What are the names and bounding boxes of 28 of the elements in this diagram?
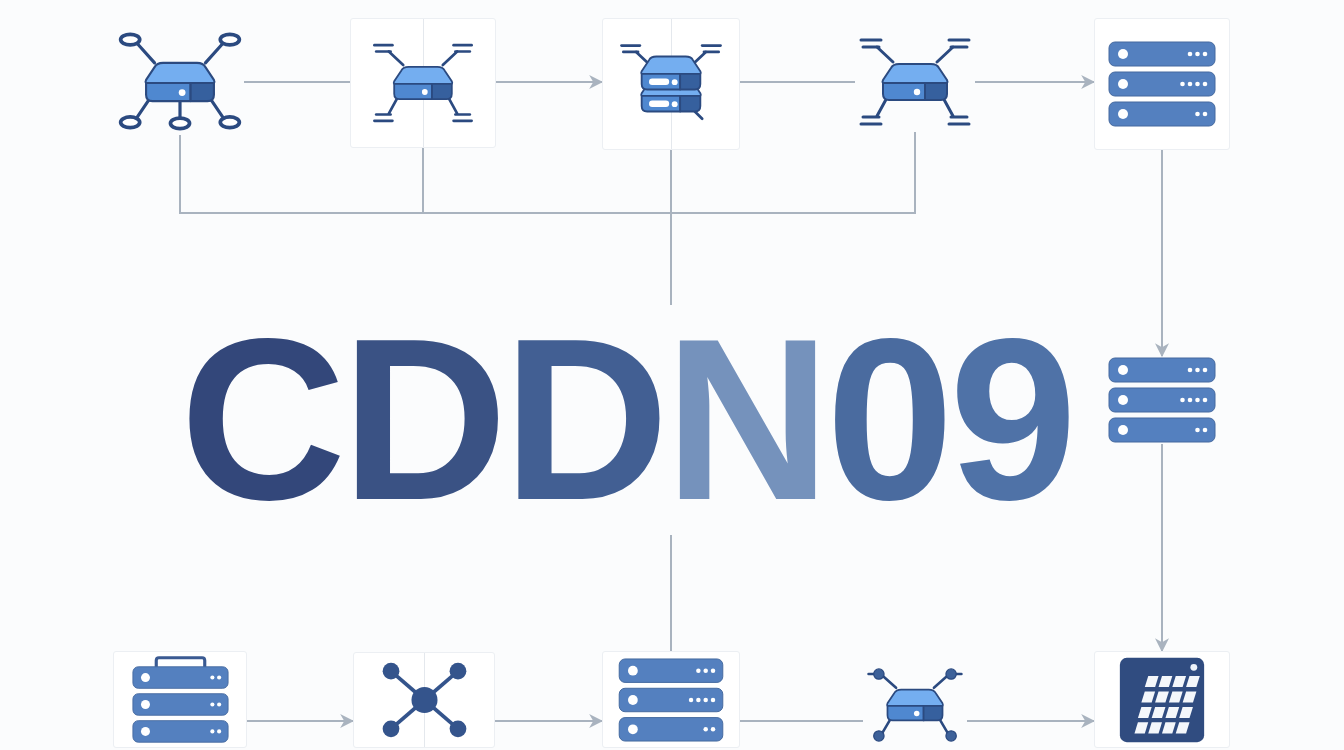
- connector-line: [422, 212, 672, 214]
- icon-tile: [353, 652, 495, 748]
- title: CDDN09: [180, 305, 1073, 535]
- arrow: [1155, 443, 1169, 653]
- arrow: [246, 714, 355, 728]
- connector-line: [670, 212, 916, 214]
- arrow: [966, 714, 1096, 728]
- connector-line: [914, 132, 916, 214]
- arrow: [495, 75, 604, 89]
- connector-line: [739, 81, 856, 83]
- connector-line: [422, 148, 424, 214]
- icon-tile: [1094, 18, 1230, 150]
- icon-tile: [602, 651, 740, 748]
- connector-line: [670, 150, 672, 214]
- icon-tile: [113, 651, 247, 748]
- icon-tile: [602, 18, 740, 150]
- connector-line: [179, 212, 424, 214]
- connector-line: [739, 720, 864, 722]
- arrow: [494, 714, 604, 728]
- connector-line: [179, 135, 181, 214]
- icon-tile: [350, 18, 496, 148]
- connector-line: [670, 212, 672, 305]
- server-rack-icon: [1107, 356, 1217, 444]
- connector-line: [670, 534, 672, 652]
- icon-tile: [1094, 651, 1230, 748]
- arrow: [974, 75, 1096, 89]
- connector-line: [243, 81, 351, 83]
- arrow: [1155, 149, 1169, 358]
